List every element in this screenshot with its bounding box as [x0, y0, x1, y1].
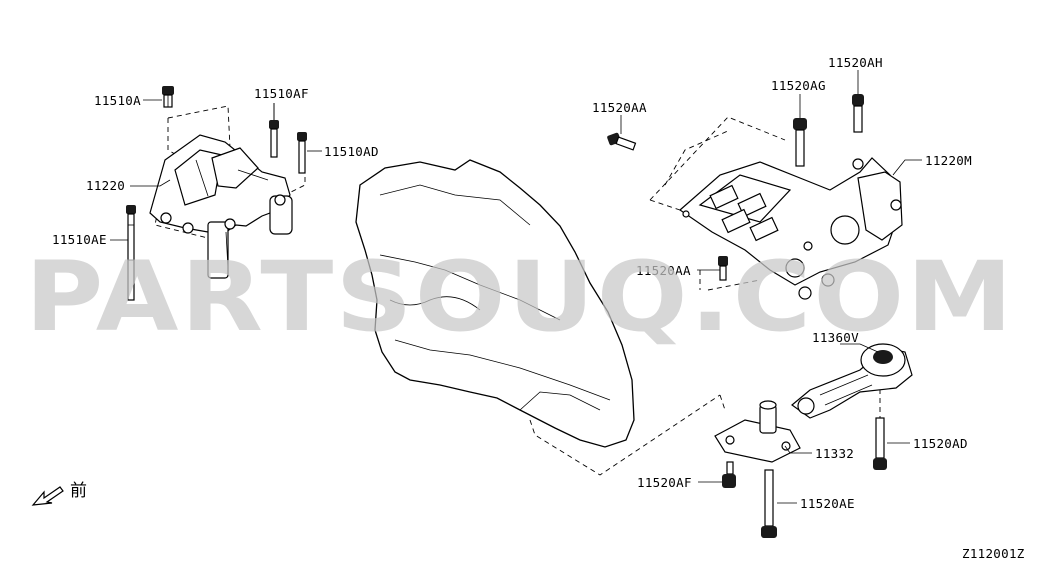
- label-11510a: 11510A: [94, 93, 141, 108]
- rear-rod-group: [529, 343, 913, 538]
- label-11520aa-bottom: 11520AA: [636, 263, 691, 278]
- bolt-11520ah: [852, 94, 864, 133]
- front-arrow-icon: [31, 486, 64, 506]
- part-labels: 11510A 11510AF 11510AD 11220 11510AE 115…: [52, 55, 1025, 561]
- mount-11220m: [679, 157, 903, 300]
- left-mount-group: [126, 86, 307, 301]
- bolt-11520aa-top: [607, 132, 637, 151]
- label-11520af: 11520AF: [637, 475, 692, 490]
- engine-block-outline: [355, 159, 635, 448]
- torque-rod-11360v: [791, 343, 913, 419]
- bolt-11520aa-bottom: [718, 256, 728, 281]
- label-11520ag: 11520AG: [771, 78, 826, 93]
- bolt-11520af: [722, 461, 736, 488]
- bolt-11520ad: [873, 417, 887, 470]
- watermark: PARTSOUQ.COM: [25, 241, 1015, 353]
- bolt-11520ae: [761, 469, 777, 538]
- label-11220m: 11220M: [925, 153, 972, 168]
- label-11510ae: 11510AE: [52, 232, 107, 247]
- front-label: 前: [70, 481, 87, 501]
- label-11510ad: 11510AD: [324, 144, 379, 159]
- bolt-11520ag: [793, 118, 807, 167]
- mount-11220: [149, 134, 293, 279]
- right-mount-group: [607, 94, 903, 300]
- label-11510af: 11510AF: [254, 86, 309, 101]
- leader-lines: [110, 70, 922, 504]
- label-11220: 11220: [86, 178, 125, 193]
- label-11520ah: 11520AH: [828, 55, 883, 70]
- label-11520ad: 11520AD: [913, 436, 968, 451]
- label-11520ae: 11520AE: [800, 496, 855, 511]
- diagram-id: Z112001Z: [962, 546, 1025, 561]
- bolt-11510ae: [126, 205, 136, 301]
- label-11520aa-top: 11520AA: [592, 100, 647, 115]
- bracket-11332: [714, 400, 801, 463]
- label-11360v: 11360V: [812, 330, 859, 345]
- bolt-11510a: [162, 86, 174, 108]
- label-11332: 11332: [815, 446, 854, 461]
- bolt-11510ad: [297, 132, 307, 174]
